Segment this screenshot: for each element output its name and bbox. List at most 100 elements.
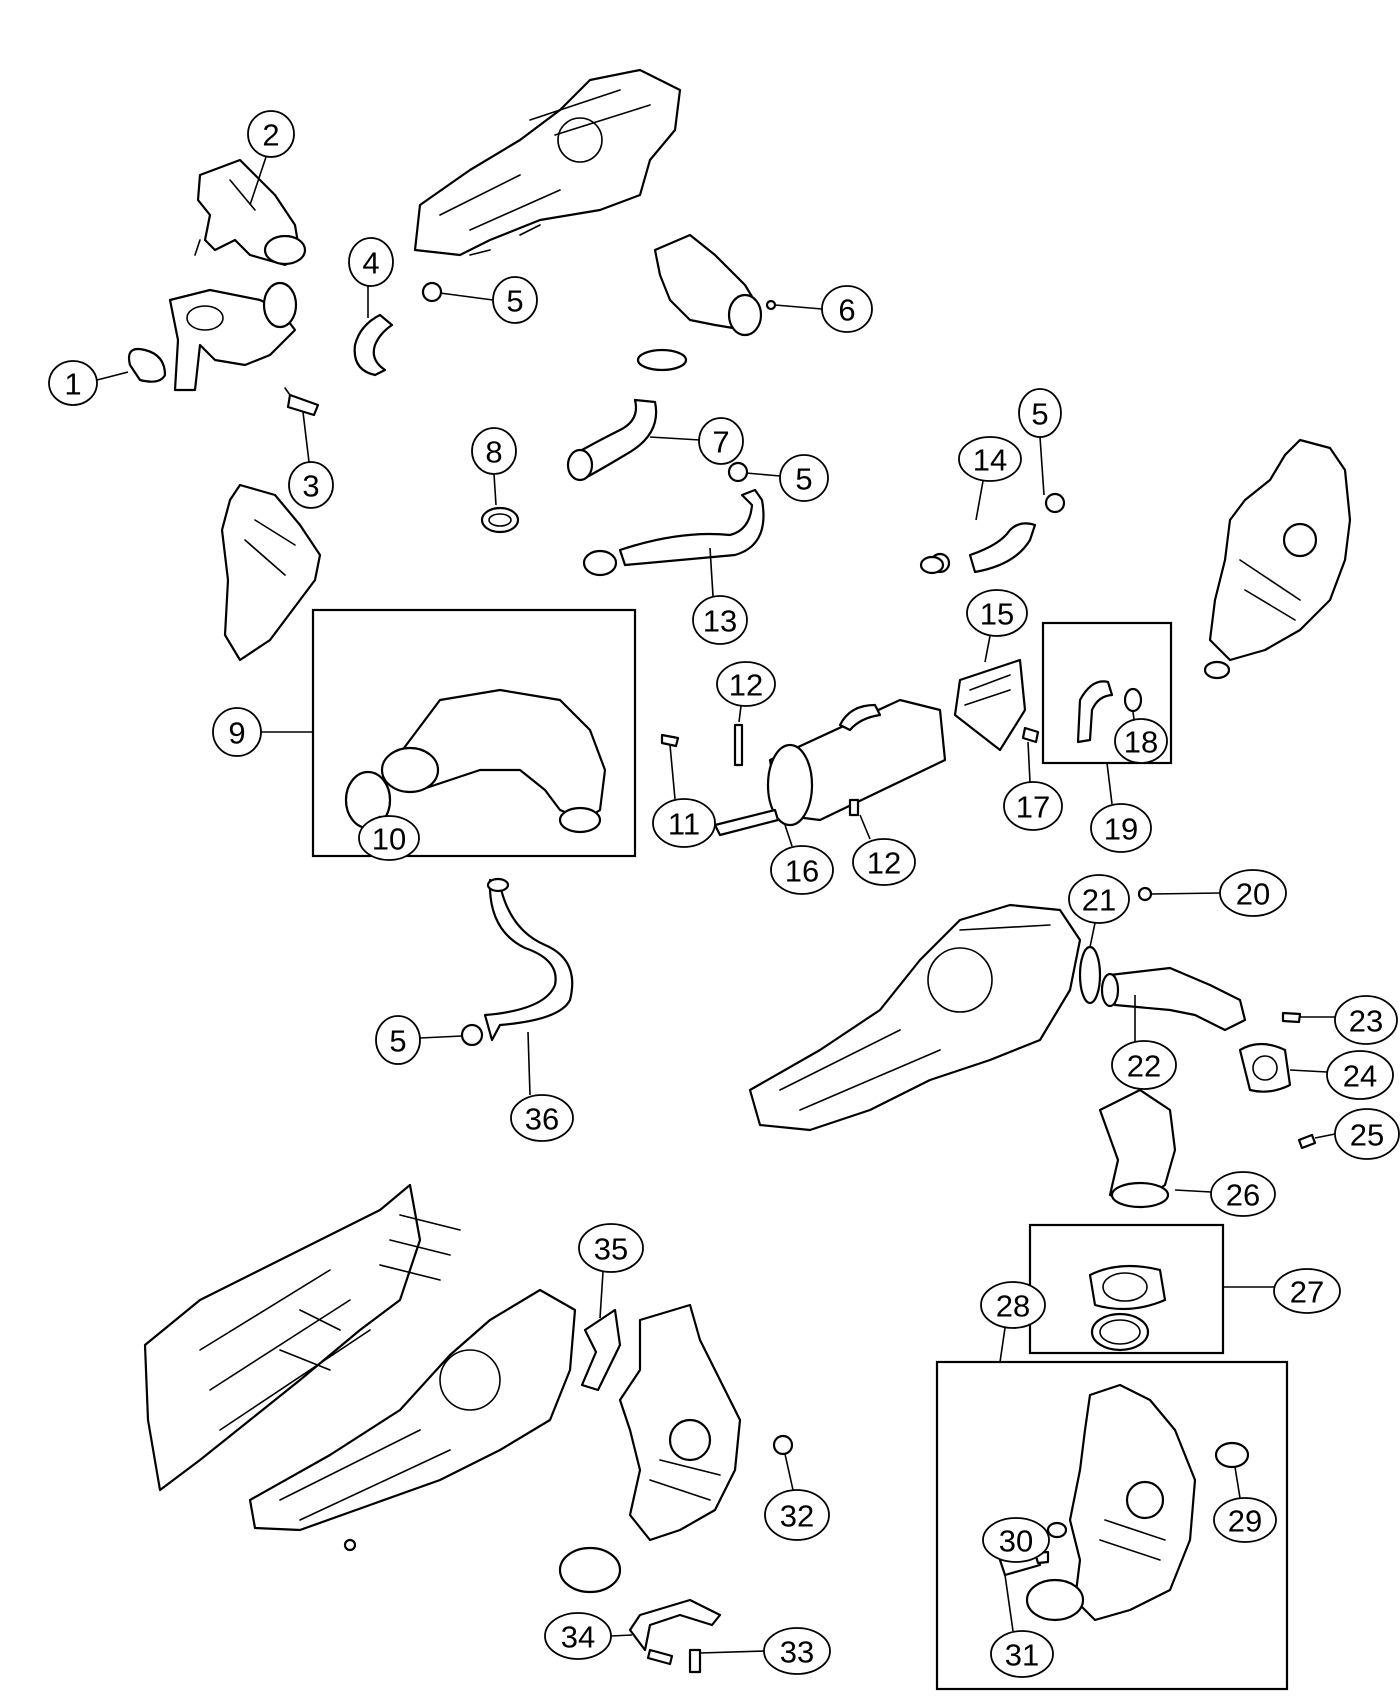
callout-number: 16 [785,854,819,889]
elbow-26 [1098,1088,1177,1209]
callout-31: 31 [990,1630,1054,1678]
leader-line-31 [1004,1574,1014,1632]
callout-circle [1334,1108,1400,1160]
gasket-21 [1078,945,1102,1005]
callout-circle [48,360,98,406]
callout-number: 5 [389,1024,406,1059]
callout-11: 11 [652,798,716,848]
callout-number: 23 [1349,1004,1383,1039]
callout-circle [1326,1050,1394,1100]
leader-line-16 [784,824,793,847]
callout-24: 24 [1326,1050,1394,1100]
clamps [421,281,1066,1047]
leader-line-12 [859,814,871,840]
callout-number: 35 [594,1232,628,1267]
leader-line-32 [784,1453,794,1491]
callout-18: 18 [1114,718,1168,764]
callout-number: 5 [1031,397,1048,432]
egr-tube-9 [344,688,607,834]
callout-circle [763,1627,831,1675]
leader-line-13 [709,547,714,597]
callout-26: 26 [1210,1171,1276,1217]
gasket-1 [127,347,167,383]
callout-circle [958,436,1022,482]
callout-number: 9 [228,716,245,751]
callout-7: 7 [698,417,744,465]
callout-36: 36 [510,1094,574,1142]
leader-line-30 [1048,1532,1051,1536]
callout-circle [1334,995,1398,1045]
callout-number: 28 [996,1289,1030,1324]
callout-5: 5 [1018,388,1062,438]
leader-line-20 [1151,892,1221,895]
callout-circle [692,595,748,645]
callout-circle [358,815,420,861]
o-ring-30 [1046,1521,1068,1539]
callout-14: 14 [958,436,1022,482]
leader-line-17 [1027,741,1031,783]
callout-number: 25 [1350,1118,1384,1153]
gasket-24 [1238,1042,1292,1093]
callout-5: 5 [779,454,829,502]
tube-19 [1076,680,1143,744]
callout-circle [1003,781,1063,831]
callout-9: 9 [212,707,262,757]
temperature-sensor-3 [284,387,320,417]
leader-line-7 [649,436,701,441]
callout-number: 21 [1082,883,1116,918]
nut-32 [772,1434,794,1456]
callout-circle [492,276,538,324]
box-assembly-28 [935,1360,1289,1691]
callout-circle [288,461,334,509]
box-assembly-9 [311,608,637,858]
callout-circle [982,1517,1050,1563]
callout-number: 10 [372,822,406,857]
callout-circle [764,1489,830,1541]
callout-23: 23 [1334,995,1398,1045]
callout-27: 27 [1273,1268,1341,1314]
callout-22: 22 [1111,1040,1177,1090]
leader-line-33 [699,1650,765,1654]
leader-line-35 [599,1271,604,1319]
callout-16: 16 [770,845,834,895]
egr-cooler-16 [713,698,947,837]
callout-circle [716,661,776,707]
callout-number: 15 [980,597,1014,632]
callout-circle [990,1630,1054,1678]
callout-32: 32 [764,1489,830,1541]
leader-line-8 [493,473,497,506]
callout-number: 30 [999,1524,1033,1559]
callout-circle [852,838,916,886]
gasket-35 [580,1308,622,1392]
callout-circle [1114,718,1168,764]
leader-line-5 [745,472,781,477]
leader-line-5 [1039,436,1045,496]
intake-manifold-middle [748,903,1082,1132]
egr-valve-bottom-center [558,1303,742,1594]
leader-line-25 [1314,1133,1336,1139]
callout-8: 8 [471,427,517,475]
callout-6: 6 [821,285,873,333]
callout-circle [1273,1268,1341,1314]
callout-number: 1 [64,367,81,402]
callout-1: 1 [48,360,98,406]
callout-33: 33 [763,1627,831,1675]
gasket-set-27 [1088,1264,1167,1352]
callout-number: 11 [668,807,700,842]
leader-line-6 [774,304,823,310]
callout-35: 35 [578,1223,644,1273]
hose-36 [483,877,574,1042]
callout-circle [770,845,834,895]
leader-line-18 [1132,711,1135,720]
leader-line-29 [1234,1466,1241,1499]
bracket-upper-left [220,483,322,662]
leader-line-34 [610,1634,633,1637]
callout-circle [1219,869,1287,917]
callout-number: 5 [795,462,812,497]
hose-4 [353,313,394,377]
callout-number: 32 [780,1499,814,1534]
callout-number: 29 [1228,1504,1262,1539]
leader-lines [96,156,1336,1654]
clamp-8 [480,506,520,534]
